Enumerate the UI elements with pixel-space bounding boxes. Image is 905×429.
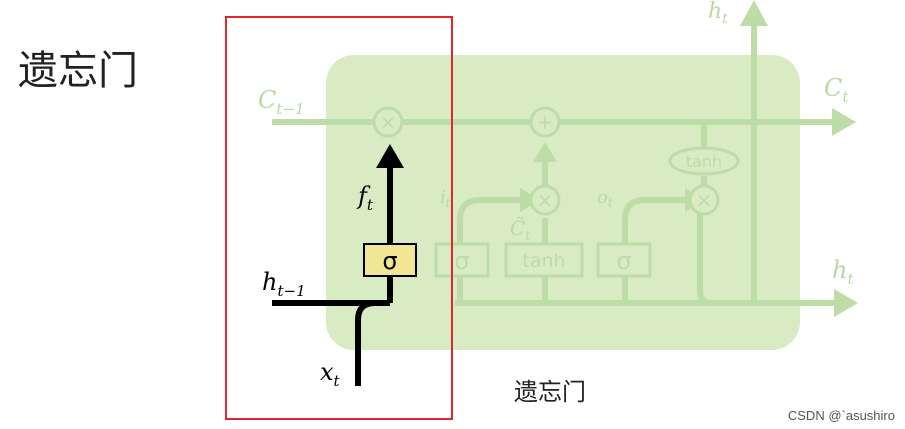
tanh-box-label: tanh	[522, 250, 565, 272]
c-tilde-label: C̃t	[510, 216, 531, 244]
h-out-label: ht	[832, 256, 854, 288]
faded-op-circles	[372, 106, 720, 216]
c-next-label: Ct	[824, 74, 849, 106]
tanh-oval-label: tanh	[686, 152, 722, 171]
h-top-label: ht	[708, 0, 728, 27]
x-in-label: xt	[320, 358, 341, 390]
output-sigma-label: σ	[616, 247, 631, 275]
diagram-caption: 遗忘门	[514, 378, 586, 406]
add-circle	[529, 106, 561, 138]
output-sigma-box	[596, 242, 652, 278]
forget-sigma-label: σ	[382, 247, 397, 275]
output-multiply-symbol: ×	[696, 188, 713, 212]
forget-sigma-box	[363, 243, 417, 277]
h-prev-label: ht−1	[262, 268, 306, 300]
output-multiply-circle	[688, 184, 720, 216]
forget-multiply-circle	[372, 106, 404, 138]
o-t-label: ot	[597, 187, 613, 210]
input-sigma-box	[434, 242, 490, 278]
forget-arrowhead	[376, 144, 404, 168]
forget-gate-highlight	[225, 16, 453, 420]
tanh-box	[504, 242, 584, 278]
add-symbol: +	[537, 110, 554, 134]
c-prev-label: Ct−1	[258, 86, 305, 118]
input-sigma-label: σ	[454, 247, 469, 275]
tanh-oval	[668, 146, 740, 176]
csdn-watermark: CSDN @`asushiro	[787, 408, 895, 423]
input-multiply-circle	[529, 184, 561, 216]
input-multiply-symbol: ×	[537, 188, 554, 212]
forget-multiply-symbol: ×	[380, 110, 397, 134]
page-heading: 遗忘门	[18, 48, 138, 94]
forget-gate-path	[272, 168, 393, 386]
i-t-label: it	[440, 187, 451, 210]
